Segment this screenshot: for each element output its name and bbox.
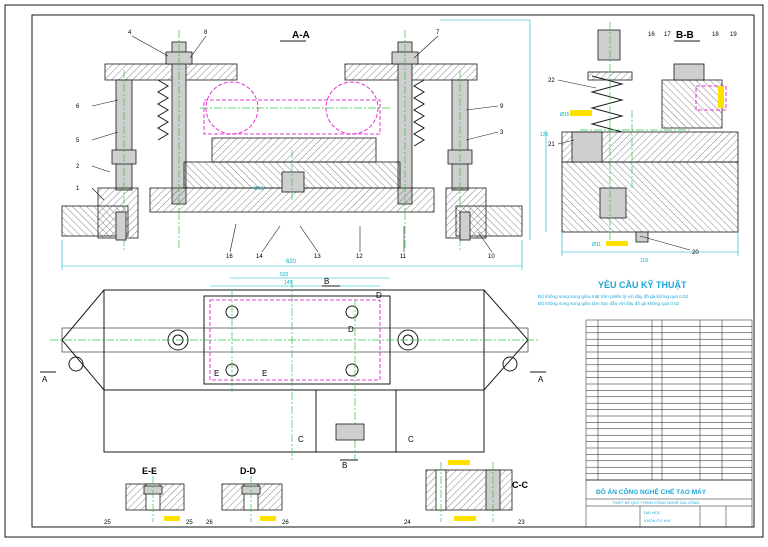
outer-frame	[4, 4, 764, 538]
balloon-11: 11	[400, 254, 407, 260]
plan-view: 520 145	[50, 272, 540, 460]
balloon-bb-16: 16	[648, 32, 655, 38]
inner-frame	[31, 14, 755, 528]
dim-aa-width: 620	[286, 259, 297, 265]
title-school: ĐẠI HỌC	[644, 510, 661, 515]
bb-bracket	[661, 79, 723, 129]
cut-a-right: A	[538, 375, 544, 384]
title-project: ĐỒ ÁN CÔNG NGHỆ CHẾ TẠO MÁY	[596, 486, 707, 496]
section-aa-view: A-A	[61, 19, 531, 270]
req-line1: Độ không song song giữa mặt trên phiến t…	[538, 294, 689, 299]
cut-plane-markers: A A B B D D E E C C	[40, 277, 546, 470]
spring-left	[157, 79, 169, 141]
section-cc-title: C-C	[512, 480, 528, 490]
balloon-8: 8	[204, 30, 208, 36]
dim-plan-a: 520	[280, 272, 289, 278]
dim-plan-b: 145	[284, 280, 293, 286]
balloon-2: 2	[76, 164, 80, 170]
balloon-14: 14	[256, 254, 263, 260]
workpiece-outline	[203, 99, 381, 135]
balloon-9: 9	[500, 104, 504, 110]
cc-num-right: 23	[518, 520, 525, 526]
balloon-7: 7	[436, 30, 440, 36]
balloon-16: 16	[226, 254, 233, 260]
technical-requirements: YÊU CẦU KỸ THUẬT Độ không song song giữa…	[538, 279, 689, 306]
title-block: ĐỒ ÁN CÔNG NGHỆ CHẾ TẠO MÁY THIẾT KẾ QUY…	[585, 479, 753, 528]
balloon-bb-20: 20	[692, 250, 699, 256]
clamp-plate-left	[104, 63, 238, 81]
balloon-bb-19: 19	[730, 32, 737, 38]
section-cc-view: C-C 24 23	[404, 460, 528, 526]
balloon-bb-21: 21	[548, 142, 555, 148]
balloon-6: 6	[76, 104, 80, 110]
balloon-bb-18: 18	[712, 32, 719, 38]
balloon-12: 12	[356, 254, 363, 260]
dim-bb-height: 126	[540, 132, 549, 138]
cut-c-right: C	[408, 435, 414, 444]
cc-num-left: 24	[404, 520, 411, 526]
section-bb-title: B-B	[676, 30, 694, 41]
cut-e-right: E	[262, 369, 267, 378]
balloon-10: 10	[488, 254, 495, 260]
balloon-bb-17: 17	[664, 32, 671, 38]
section-bb-view: B-B 118 126 Ø15 Ø11 16 17 18 19 22 21 20	[540, 22, 739, 264]
spring-bb	[590, 75, 624, 133]
dim-aa-dia: Ø15	[254, 186, 264, 192]
cut-e-left: E	[214, 369, 219, 378]
locating-plate	[211, 137, 377, 163]
section-ee-title: E-E	[142, 466, 157, 476]
dd-num-right: 26	[282, 520, 289, 526]
section-dd-view: D-D 26 26	[206, 466, 289, 526]
balloon-leaders-aa: 4 8 7 6 5 2 1 9 3 16 14 13 12 11 10	[76, 30, 504, 260]
balloon-13: 13	[314, 254, 321, 260]
balloon-5: 5	[76, 138, 80, 144]
section-dd-title: D-D	[240, 466, 256, 476]
balloon-3: 3	[500, 130, 504, 136]
ee-num-left: 25	[104, 520, 111, 526]
cut-a-left: A	[42, 375, 48, 384]
title-faculty: KHOA CƠ KHÍ	[644, 518, 671, 523]
req-line2: Độ không song song giữa tâm bạc dẫn với …	[538, 300, 680, 306]
cut-c-left: C	[298, 435, 304, 444]
section-aa-title: A-A	[292, 30, 310, 41]
cut-b-top: B	[324, 277, 329, 286]
svg-text:Ø11: Ø11	[592, 242, 601, 248]
cut-d-mid: D	[348, 325, 354, 334]
bom-table	[585, 319, 753, 481]
dd-num-left: 26	[206, 520, 213, 526]
dim-bb-dia: Ø15	[560, 112, 570, 118]
req-title: YÊU CẦU KỸ THUẬT	[598, 279, 687, 290]
balloon-bb-22: 22	[548, 78, 555, 84]
cut-b-bottom: B	[342, 461, 347, 470]
title-subtitle: THIẾT KẾ QUY TRÌNH CÔNG NGHỆ GIA CÔNG	[612, 500, 700, 505]
balloon-4: 4	[128, 30, 132, 36]
dim-bb-width: 118	[640, 258, 648, 264]
cut-d-top: D	[376, 291, 382, 300]
section-ee-view: E-E 25 25	[104, 466, 193, 526]
balloon-1: 1	[76, 186, 80, 192]
ee-num-right: 25	[186, 520, 193, 526]
spring-right	[413, 79, 425, 147]
